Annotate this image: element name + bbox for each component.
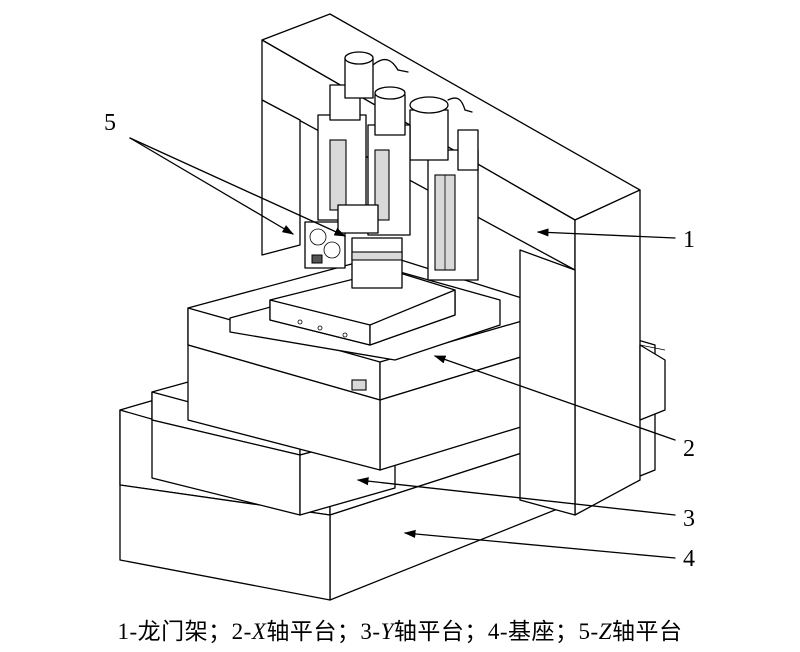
callout-label-3: 3 (683, 506, 695, 532)
callout-2: 2 (433, 355, 695, 462)
callout-3: 3 (356, 477, 695, 532)
figure-caption: 1-龙门架；2-X轴平台；3-Y轴平台；4-基座；5-Z轴平台 (0, 612, 800, 646)
caption-item-1: 1-龙门架； (117, 619, 232, 644)
x-axis-table (187, 254, 561, 471)
callout-4: 4 (403, 529, 695, 572)
caption-item-4: 4-基座； (487, 619, 579, 644)
caption-item-5: 5-Z轴平台 (578, 619, 683, 644)
caption-item-2: 2-X轴平台； (231, 619, 361, 644)
callout-label-1: 1 (683, 227, 695, 253)
callout-label-4: 4 (683, 546, 695, 572)
callout-label-5: 5 (104, 110, 116, 136)
callout-label-2: 2 (683, 436, 695, 462)
callout-5: 5 (104, 110, 347, 237)
caption-item-3: 3-Y轴平台； (360, 619, 488, 644)
z-axis-units (304, 51, 479, 289)
callout-1: 1 (536, 227, 695, 253)
